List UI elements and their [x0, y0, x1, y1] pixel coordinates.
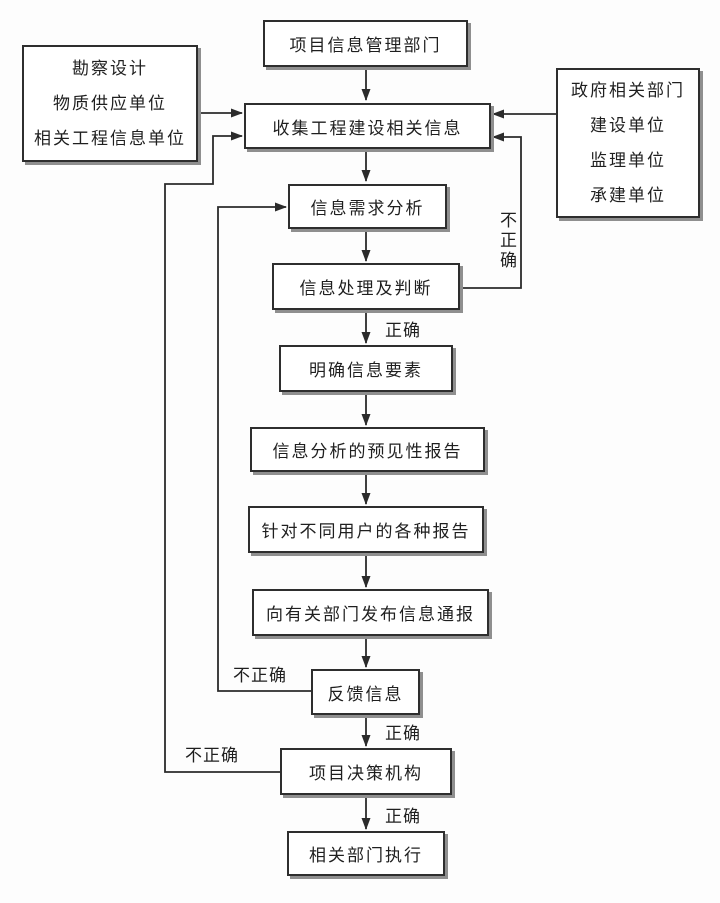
- node-right-info-sources: 政府相关部门 建设单位 监理单位 承建单位: [556, 68, 700, 218]
- left-source-survey-design: 勘察设计: [72, 59, 148, 78]
- edge-label-correct-decision: 正确: [385, 807, 421, 826]
- node-publish-bulletin: 向有关部门发布信息通报: [252, 589, 489, 636]
- node-process-judge: 信息处理及判断: [272, 263, 460, 310]
- node-demand-analysis: 信息需求分析: [288, 184, 447, 229]
- edge-label-incorrect-decision: 不正确: [185, 746, 239, 765]
- arrow-process-incorrect-to-collect: [460, 132, 522, 289]
- node-user-reports: 针对不同用户的各种报告: [248, 506, 484, 553]
- edge-label-incorrect-feedback: 不正确: [233, 666, 287, 685]
- node-project-info-dept: 项目信息管理部门: [263, 20, 468, 67]
- node-collect-info: 收集工程建设相关信息: [244, 103, 491, 149]
- node-decision-body: 项目决策机构: [280, 748, 452, 795]
- right-source-government: 政府相关部门: [571, 81, 685, 100]
- node-clarify-elements: 明确信息要素: [279, 345, 453, 392]
- arrow-decision-incorrect-to-collect: [164, 131, 280, 773]
- left-source-material-supply: 物质供应单位: [53, 94, 167, 113]
- edge-label-incorrect-process: 不正确: [497, 211, 516, 271]
- edge-label-correct-feedback: 正确: [385, 724, 421, 743]
- right-source-construction-unit: 建设单位: [590, 116, 666, 135]
- arrow-feedback-incorrect-to-demand: [217, 202, 311, 692]
- node-feedback-info: 反馈信息: [311, 669, 420, 715]
- right-source-supervision-unit: 监理单位: [590, 151, 666, 170]
- left-source-related-units: 相关工程信息单位: [34, 129, 186, 148]
- right-source-contractor-unit: 承建单位: [590, 186, 666, 205]
- node-predictive-report: 信息分析的预见性报告: [250, 427, 485, 472]
- edge-label-correct-process: 正确: [385, 321, 421, 340]
- node-left-info-sources: 勘察设计 物质供应单位 相关工程信息单位: [22, 45, 198, 162]
- node-execute-dept: 相关部门执行: [287, 831, 445, 876]
